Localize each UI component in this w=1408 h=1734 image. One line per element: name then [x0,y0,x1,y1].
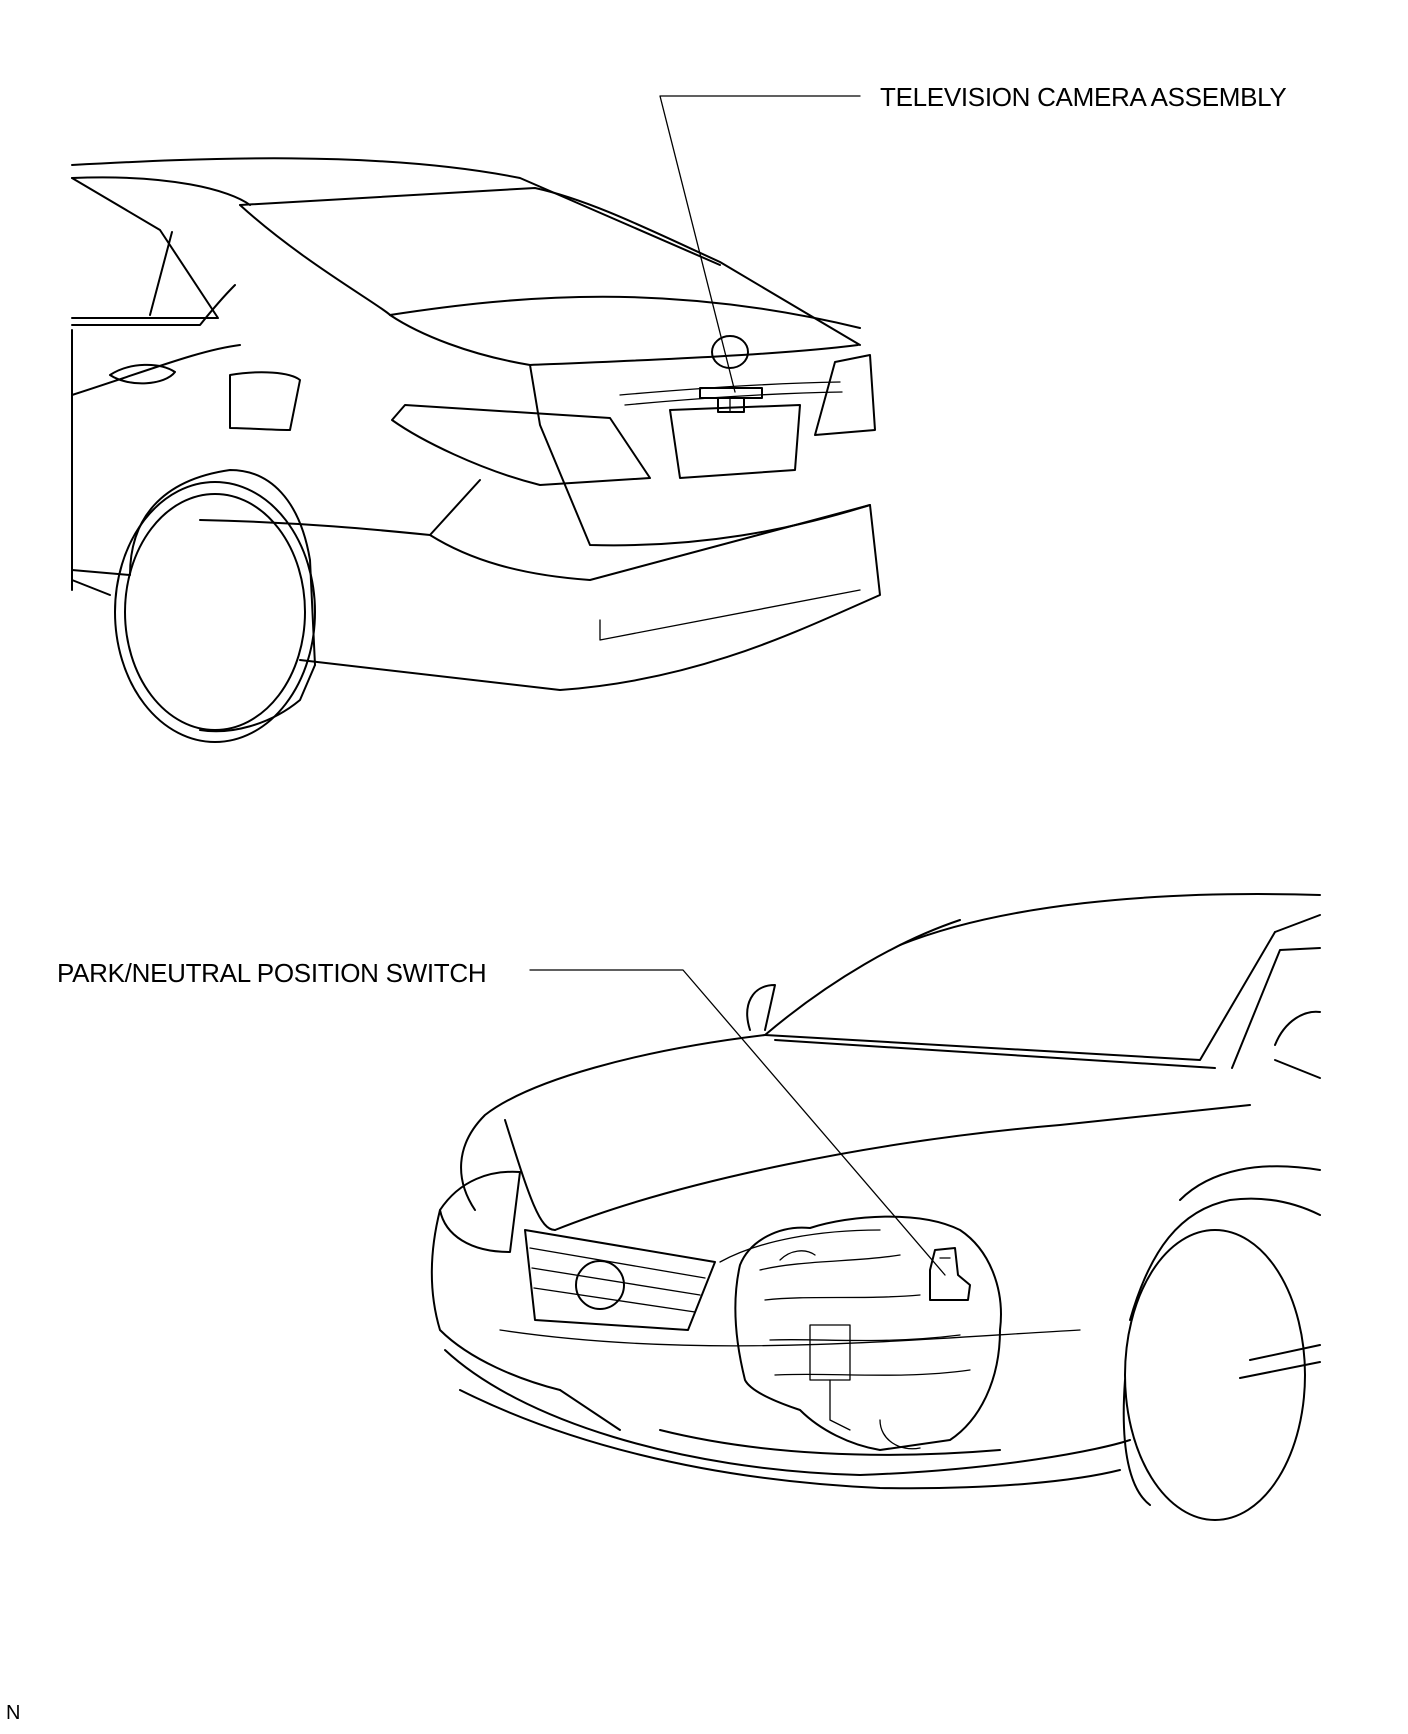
front-view-car [430,893,1321,1521]
camera-callout-label: TELEVISION CAMERA ASSEMBLY [880,82,1287,112]
figure-code: N [6,1702,21,1724]
park-switch-leader-line [529,969,946,1276]
park-switch-callout-label: PARK/NEUTRAL POSITION SWITCH [57,958,487,988]
rear-view-car [71,157,881,743]
camera-leader-line [659,95,861,393]
transaxle-assembly [734,1215,1002,1451]
